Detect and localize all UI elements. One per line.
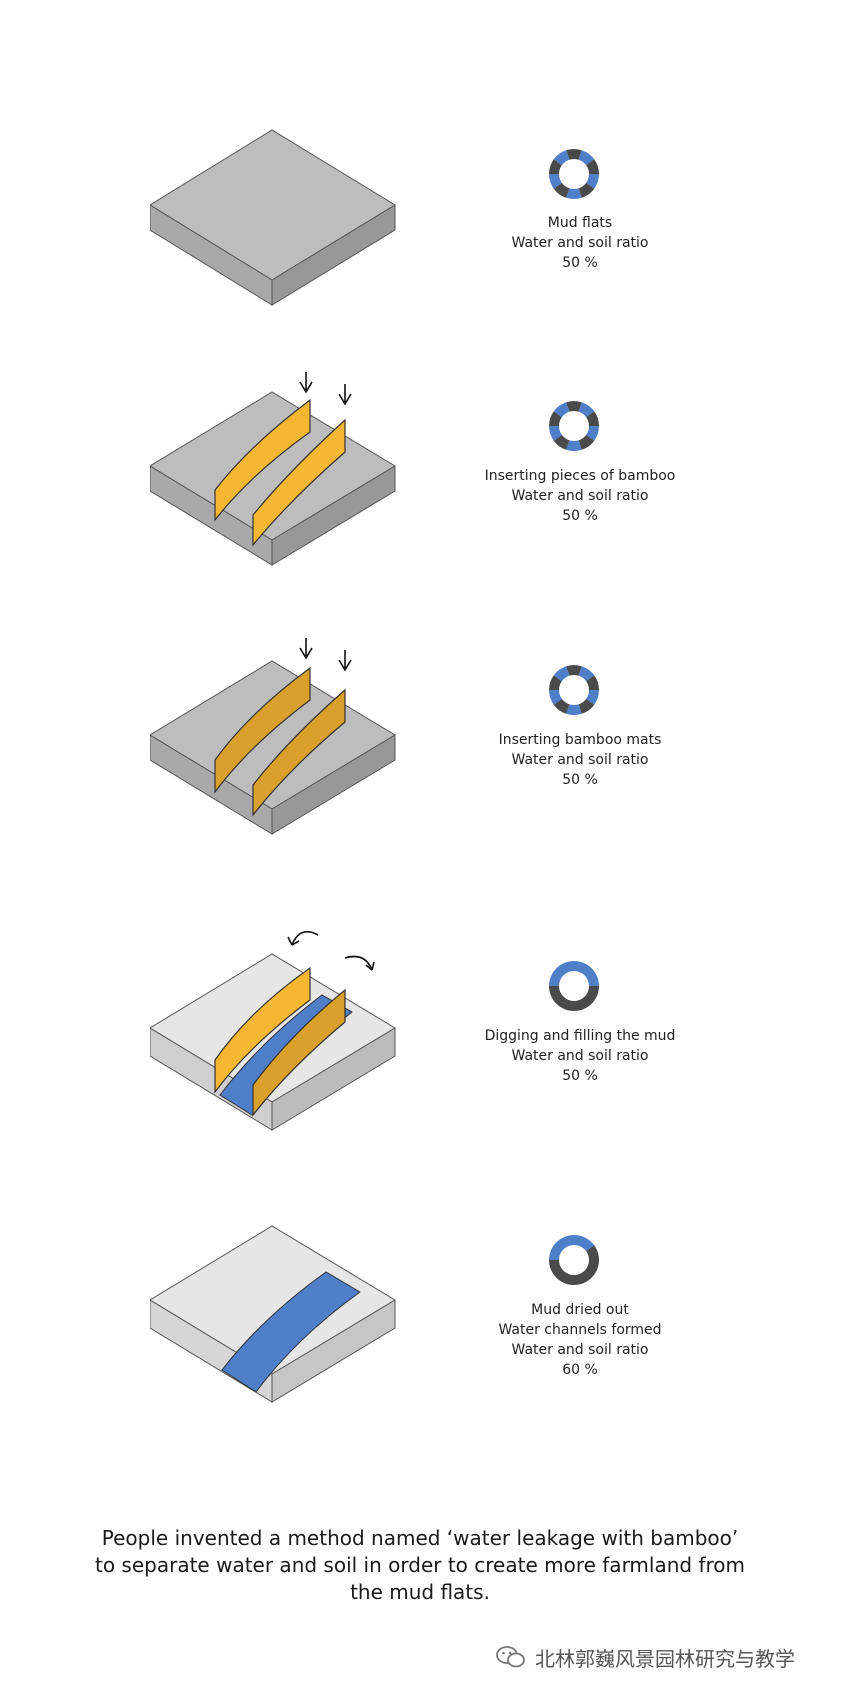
bamboo-pieces-block-illustration — [150, 372, 396, 566]
soil-segment — [566, 401, 582, 412]
soil-segment — [549, 159, 562, 174]
mud-flats-block-illustration — [150, 129, 396, 306]
soil-segment — [549, 675, 562, 690]
soil-segment — [566, 149, 582, 160]
water-segment — [566, 704, 582, 715]
water-soil-ratio-ring — [549, 149, 599, 199]
wechat-logo-icon — [496, 1646, 525, 1668]
water-segment — [553, 150, 570, 166]
water-segment — [549, 174, 562, 189]
water-segment — [549, 690, 562, 705]
water-soil-ratio-ring — [549, 401, 599, 451]
soil-segment — [578, 182, 595, 198]
water-segment — [566, 188, 582, 199]
soil-segment — [549, 411, 562, 426]
step-caption: Inserting pieces of bamboo Water and soi… — [484, 468, 676, 524]
dried-block-illustration — [150, 1225, 396, 1403]
soil-segment — [578, 434, 595, 450]
soil-segment — [549, 1245, 599, 1285]
water-soil-ratio-ring — [549, 961, 599, 1011]
footer-description: People invented a method named ‘water le… — [95, 1526, 745, 1604]
step-caption: Mud flats Water and soil ratio 50 % — [511, 215, 649, 271]
water-segment — [586, 690, 599, 705]
water-segment — [578, 402, 595, 418]
soil-segment — [586, 675, 599, 690]
soil-segment — [586, 159, 599, 174]
water-segment — [566, 440, 582, 451]
step-caption: Digging and filling the mud Water and so… — [484, 1028, 676, 1084]
soil-segment — [553, 182, 570, 198]
water-segment — [586, 174, 599, 189]
digging-block-illustration — [150, 930, 396, 1131]
step-caption: Inserting bamboo mats Water and soil rat… — [498, 732, 662, 788]
watermark-text: 北林郭巍风景园林研究与教学 — [535, 1646, 795, 1671]
water-segment — [549, 1235, 595, 1260]
soil-segment — [549, 986, 599, 1011]
water-segment — [553, 666, 570, 682]
water-soil-ratio-ring — [549, 665, 599, 715]
soil-segment — [553, 434, 570, 450]
water-segment — [553, 402, 570, 418]
bamboo-mats-block-illustration — [150, 638, 396, 835]
soil-segment — [553, 698, 570, 714]
water-segment — [578, 150, 595, 166]
step-caption: Mud dried out Water channels formed Wate… — [498, 1302, 662, 1378]
water-segment — [549, 961, 599, 986]
soil-segment — [578, 698, 595, 714]
soil-segment — [566, 665, 582, 676]
water-soil-ratio-ring — [549, 1235, 599, 1285]
watermark: 北林郭巍风景园林研究与教学 — [495, 1642, 795, 1672]
water-segment — [586, 426, 599, 441]
water-segment — [578, 666, 595, 682]
soil-segment — [586, 411, 599, 426]
water-segment — [549, 426, 562, 441]
